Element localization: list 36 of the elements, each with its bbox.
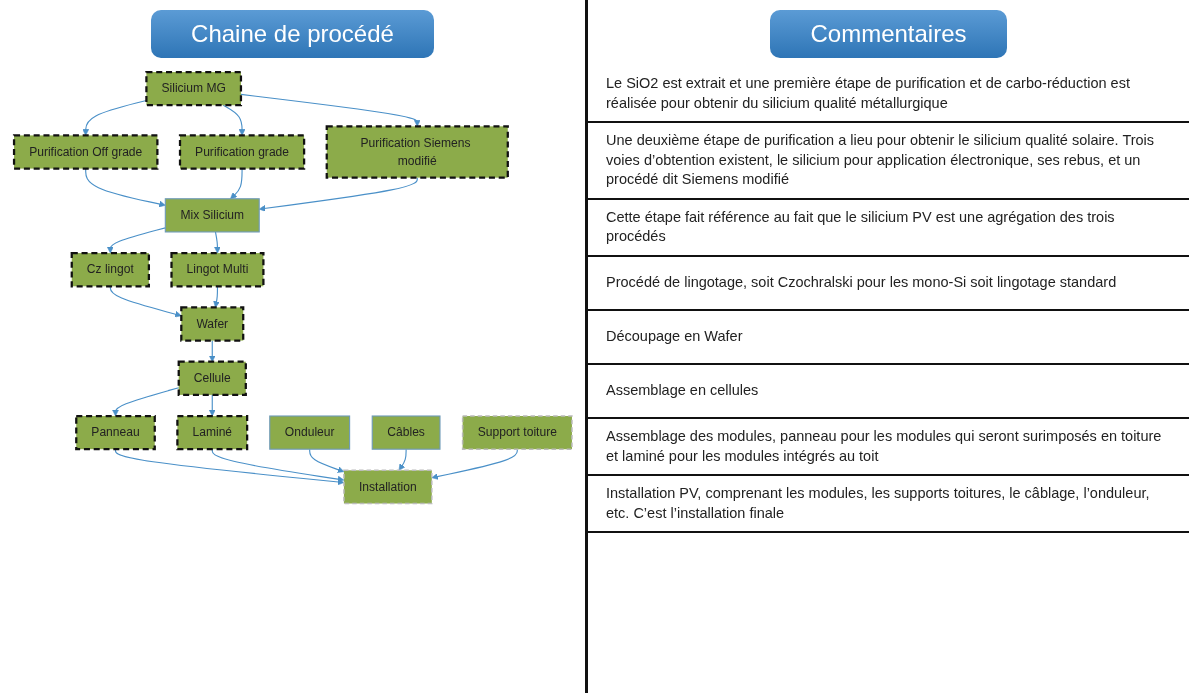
node-box: Panneau: [74, 414, 156, 451]
node-box: Mix Silicium: [164, 198, 260, 233]
arrow: [208, 394, 216, 417]
comment-text: Assemblage en cellules: [606, 381, 759, 401]
node-box: Purification grade: [178, 134, 305, 170]
node-box: Wafer: [179, 306, 244, 342]
arrow: [111, 387, 179, 417]
comment-text: Assemblage des modules, panneau pour les modules qui seront surimposés en toiture et laminé pour les modules intégrés au toit: [606, 426, 1163, 466]
arrow: [258, 177, 418, 212]
comment-text: Le SiO2 est extrait et une première étape de purification et de carbo-réduction est réalisée pour obtenir du silicium qualité métallurgique: [606, 74, 1131, 113]
arrow: [208, 340, 216, 362]
column-header: Chaine de procédé: [151, 10, 434, 58]
node-box: Laminé: [175, 414, 248, 451]
comment-text: Découpage en Wafer: [606, 327, 743, 347]
arrow: [229, 168, 243, 200]
node-box: Câbles: [371, 415, 441, 450]
node-box: Silicium MG: [144, 70, 242, 107]
comment-text: Une deuxième étape de purification a lieu pour obtenir le silicium qualité solaire. Trois voies d’obtention existent, le silicium pour application électronique, ses rebus, et un procédé dit Siemens modifié: [606, 131, 1156, 190]
node-box: Lingot Multi: [169, 251, 265, 288]
node-box: Cellule: [177, 360, 247, 396]
node-box: Support toiture: [461, 415, 573, 450]
node-box: Purification Siemens modifié: [325, 125, 509, 179]
arrow: [114, 448, 344, 486]
arrow: [398, 448, 407, 471]
node-box: Onduleur: [268, 415, 350, 450]
comment-text: Installation PV, comprenant les modules, les supports toitures, le câblage, l’onduleur, etc. C’est l’installation finale: [606, 484, 1151, 523]
arrow: [308, 448, 344, 473]
node-box: Installation: [342, 469, 433, 505]
node-box: Purification Off grade: [12, 134, 158, 170]
column-header: Commentaires: [770, 10, 1007, 58]
comment-text: Procédé de lingotage, soit Czochralski pour les mono-Si soit lingotage standard: [606, 273, 1117, 293]
node-box: Cz lingot: [70, 251, 150, 288]
arrow: [431, 448, 518, 480]
arrow: [213, 231, 221, 254]
arrow: [211, 448, 344, 483]
comment-text: Cette étape fait référence au fait que le silicium PV est une agrégation des trois procédés: [606, 207, 1116, 247]
